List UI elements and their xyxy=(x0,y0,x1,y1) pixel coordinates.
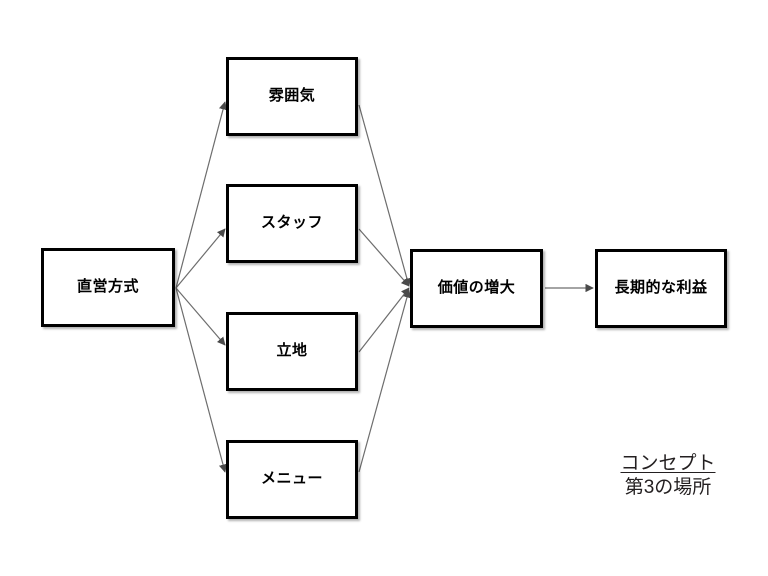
edge-staff-to-value xyxy=(358,228,410,287)
node-label: 雰囲気 xyxy=(268,87,316,105)
edge-atmosphere-to-value xyxy=(358,104,412,287)
concept-caption: コンセプト 第3の場所 xyxy=(592,452,744,500)
edge-source-to-location xyxy=(175,287,226,346)
node-value-increase[interactable]: 価値の増大 xyxy=(410,249,543,328)
node-label: 直営方式 xyxy=(76,278,139,296)
node-menu[interactable]: メニュー xyxy=(226,440,358,519)
edge-source-to-atmosphere xyxy=(175,101,228,289)
node-staff[interactable]: スタッフ xyxy=(226,184,358,263)
node-source[interactable]: 直営方式 xyxy=(41,248,175,327)
edge-source-to-staff xyxy=(175,228,226,289)
node-label: 価値の増大 xyxy=(437,279,516,297)
node-label: 立地 xyxy=(276,342,308,360)
node-label: スタッフ xyxy=(260,214,323,232)
caption-title: コンセプト xyxy=(620,453,716,474)
edge-menu-to-value xyxy=(358,289,412,473)
node-atmosphere[interactable]: 雰囲気 xyxy=(226,57,358,136)
edge-source-to-menu xyxy=(175,287,228,473)
node-long-term-profit[interactable]: 長期的な利益 xyxy=(595,249,727,328)
node-location[interactable]: 立地 xyxy=(226,312,358,391)
edge-location-to-value xyxy=(358,287,410,353)
node-label: メニュー xyxy=(260,470,323,488)
caption-subtitle: 第3の場所 xyxy=(624,476,712,498)
node-label: 長期的な利益 xyxy=(614,279,708,297)
